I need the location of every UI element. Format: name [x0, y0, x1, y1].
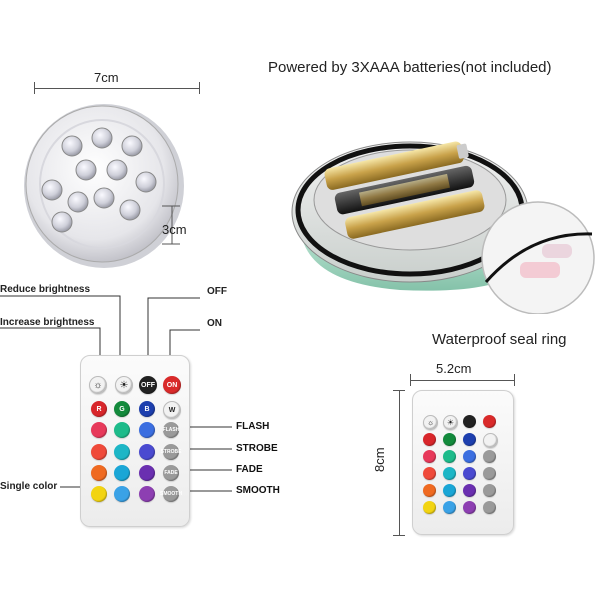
callout-off: OFF — [207, 286, 227, 297]
color-button[interactable] — [443, 433, 456, 446]
color-button[interactable] — [443, 484, 456, 497]
color-button[interactable] — [91, 465, 107, 481]
color-button[interactable] — [114, 422, 130, 438]
color-button[interactable] — [139, 486, 155, 502]
color-button[interactable] — [443, 450, 456, 463]
color-button[interactable] — [423, 484, 436, 497]
callout-strobe: STROBE — [236, 443, 278, 454]
color-button[interactable] — [423, 450, 436, 463]
off-button[interactable] — [463, 415, 476, 428]
width-dimension-line — [34, 88, 200, 89]
callout-increase-brightness: Increase brightness — [0, 317, 95, 328]
reduce-brightness-button[interactable]: ☼ — [89, 376, 107, 394]
remote-width-label: 5.2cm — [436, 361, 472, 376]
smooth-button[interactable] — [483, 501, 496, 514]
battery-caption: Powered by 3XAAA batteries(not included) — [268, 59, 552, 76]
color-button[interactable] — [463, 501, 476, 514]
callout-smooth: SMOOTH — [236, 485, 280, 496]
fade-button[interactable]: FADE — [163, 465, 179, 481]
color-button[interactable] — [114, 465, 130, 481]
color-button[interactable] — [139, 422, 155, 438]
callout-fade: FADE — [236, 464, 263, 475]
callout-flash: FLASH — [236, 421, 270, 432]
color-button[interactable] — [91, 486, 107, 502]
color-button[interactable] — [139, 444, 155, 460]
on-button[interactable] — [483, 415, 496, 428]
color-button[interactable] — [463, 467, 476, 480]
flash-button[interactable] — [483, 450, 496, 463]
callout-reduce-brightness: Reduce brightness — [0, 284, 91, 295]
flash-button[interactable]: FLASH — [163, 422, 179, 438]
remote-control-large: ☼ ☀ OFF ON R G B W FLASH STROBE FADE SMO… — [80, 355, 190, 527]
increase-brightness-button[interactable]: ☀ — [115, 376, 133, 394]
color-button[interactable] — [463, 450, 476, 463]
remote-width-line — [410, 380, 515, 381]
on-button[interactable]: ON — [163, 376, 181, 394]
callout-on: ON — [207, 318, 222, 329]
led-puck-illustration — [24, 104, 184, 268]
remote-control-small: ☼ ☀ — [412, 390, 514, 535]
fade-button[interactable] — [483, 484, 496, 497]
color-button[interactable] — [114, 444, 130, 460]
smooth-button[interactable]: SMOOTH — [160, 486, 182, 502]
led-bulbs — [41, 127, 157, 233]
green-button[interactable]: G — [114, 401, 130, 417]
strobe-button[interactable]: STROBE — [161, 444, 181, 460]
color-button[interactable] — [423, 433, 436, 446]
color-button[interactable] — [91, 422, 107, 438]
width-label: 7cm — [94, 70, 119, 85]
color-button[interactable] — [463, 433, 476, 446]
color-button[interactable] — [463, 484, 476, 497]
strobe-button[interactable] — [483, 467, 496, 480]
remote-height-label: 8cm — [372, 447, 387, 472]
height-label: 3cm — [162, 222, 187, 237]
battery-compartment-illustration — [291, 141, 595, 314]
white-button[interactable] — [483, 433, 498, 448]
seal-ring-caption: Waterproof seal ring — [432, 331, 567, 348]
red-button[interactable]: R — [91, 401, 107, 417]
remote-height-line — [399, 390, 400, 535]
reduce-brightness-button[interactable]: ☼ — [423, 415, 438, 430]
increase-brightness-button[interactable]: ☀ — [443, 415, 458, 430]
callout-single-color: Single color — [0, 481, 58, 492]
color-button[interactable] — [443, 501, 456, 514]
off-button[interactable]: OFF — [139, 376, 157, 394]
color-button[interactable] — [91, 444, 107, 460]
color-button[interactable] — [443, 467, 456, 480]
color-button[interactable] — [139, 465, 155, 481]
blue-button[interactable]: B — [139, 401, 155, 417]
white-button[interactable]: W — [163, 401, 181, 419]
color-button[interactable] — [423, 501, 436, 514]
color-button[interactable] — [114, 486, 130, 502]
color-button[interactable] — [423, 467, 436, 480]
led-puck-product-view: 7cm — [22, 60, 202, 275]
